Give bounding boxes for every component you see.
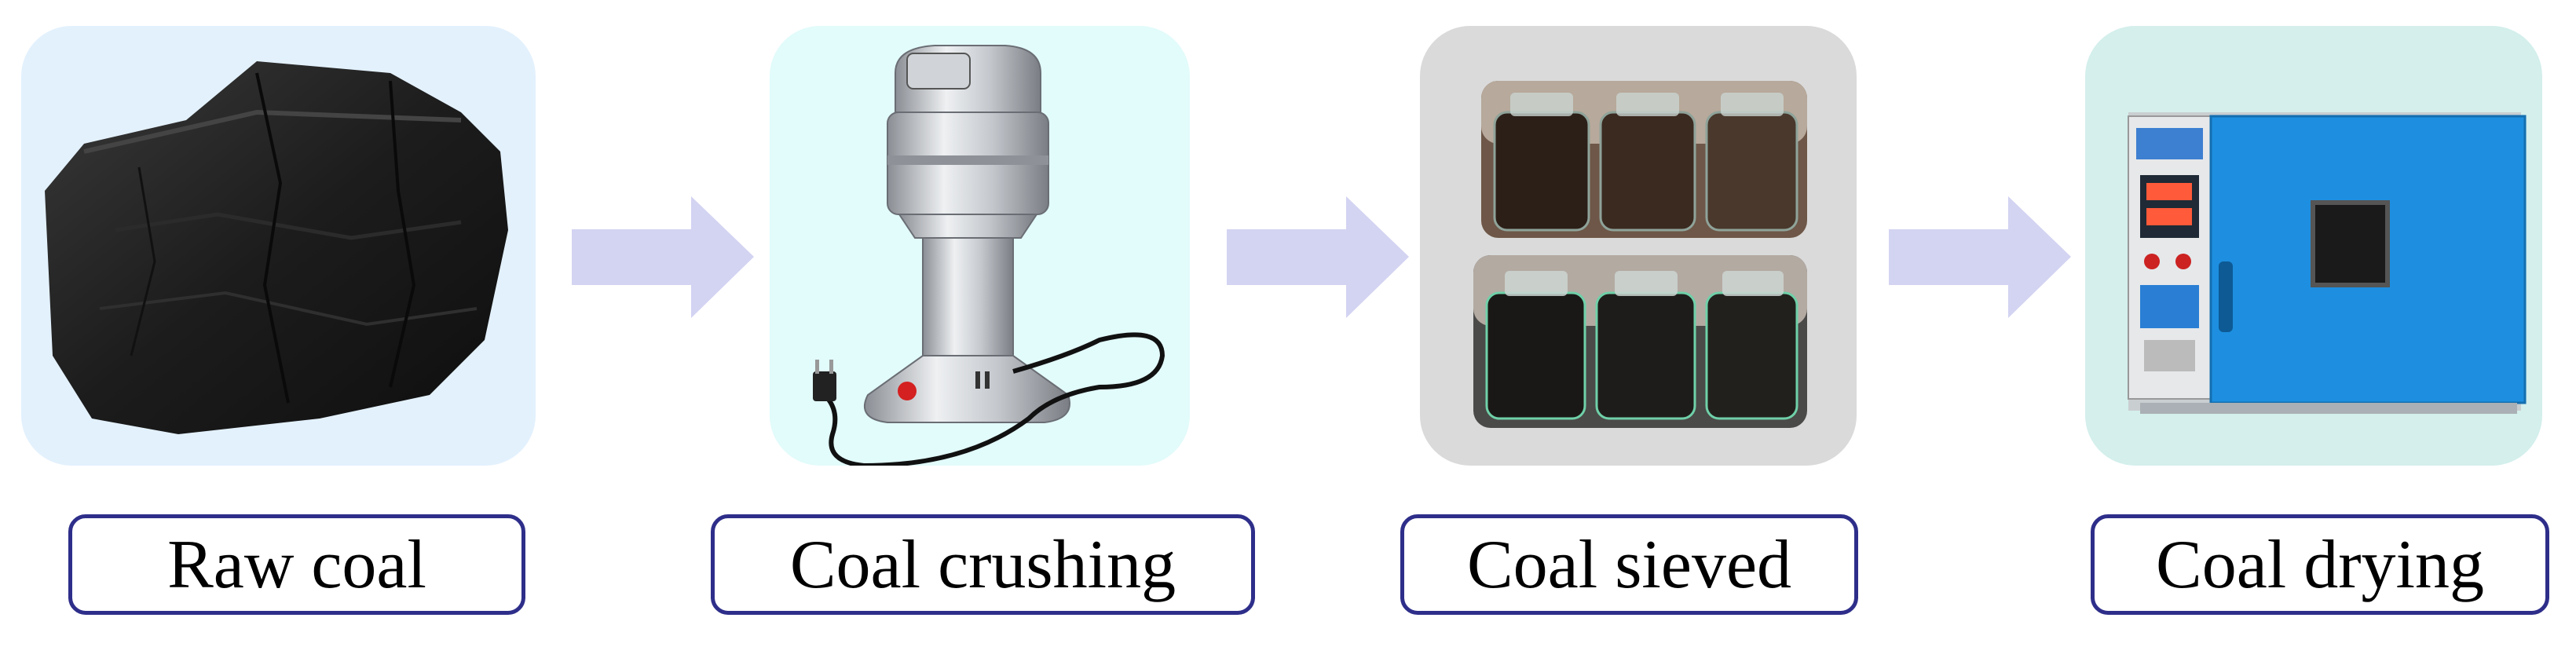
step-label-coal-crushing: Coal crushing (711, 514, 1255, 615)
step-label-text: Coal drying (2156, 526, 2484, 603)
step-label-coal-drying: Coal drying (2091, 514, 2549, 615)
coal-drying-card (2085, 26, 2542, 466)
step-label-text: Raw coal (167, 526, 426, 603)
raw-coal-photo-icon (45, 61, 508, 434)
step-label-text: Coal sieved (1466, 526, 1791, 603)
sieved-coal-jars-photo-icon (1473, 81, 1807, 428)
step-label-text: Coal crushing (789, 526, 1176, 603)
right-arrow-icon (1227, 196, 1409, 318)
step-label-coal-sieved: Coal sieved (1400, 514, 1858, 615)
coal-sieved-card (1420, 26, 1857, 466)
right-arrow-icon (1889, 196, 2071, 318)
drying-oven-photo-icon (2128, 112, 2527, 414)
coal-crushing-card (770, 26, 1190, 466)
right-arrow-icon (572, 196, 754, 318)
raw-coal-card (21, 26, 536, 466)
grinder-photo-icon (813, 45, 1165, 466)
step-label-raw-coal: Raw coal (68, 514, 525, 615)
